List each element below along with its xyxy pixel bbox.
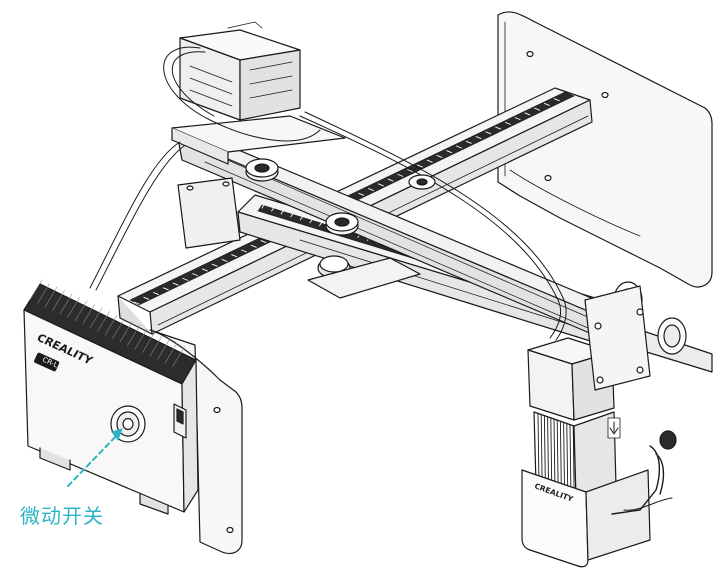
down-arrow-icon [607, 417, 621, 439]
roller-wheel [657, 317, 687, 355]
left-end-plate [149, 329, 243, 555]
laser-module: CREALITY [521, 285, 677, 568]
microswitch-callout [67, 428, 123, 487]
left-bracket [177, 177, 241, 249]
controller-box: CREALITY CR-L [23, 279, 199, 515]
right-end-plate [497, 11, 713, 288]
roller-wheel [245, 158, 279, 182]
cables [89, 111, 567, 341]
microswitch-label: 微动开关 [20, 504, 104, 528]
focus-knob[interactable] [611, 430, 677, 515]
top-stepper-motor [163, 21, 321, 142]
power-switch[interactable] [173, 403, 187, 439]
roller-wheel [325, 212, 359, 236]
gantry-rail [171, 115, 597, 335]
roller-wheel [408, 174, 436, 190]
